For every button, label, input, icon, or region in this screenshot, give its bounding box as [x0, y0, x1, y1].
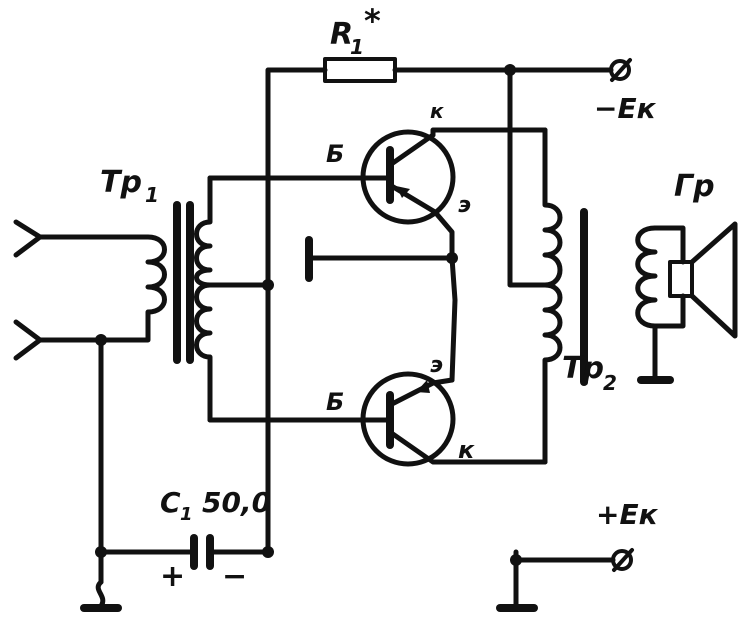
label-t1-emitter: э — [458, 193, 471, 218]
label-tr1: Tp — [100, 165, 142, 200]
label-pos-supply: +Ек — [596, 498, 659, 531]
label-neg-supply: −Ек — [594, 92, 657, 125]
tr1-primary-coil — [98, 234, 167, 343]
pos-supply-terminal — [611, 549, 633, 571]
label-r1: R — [330, 17, 353, 52]
label-t1-base: Б — [326, 140, 344, 168]
capacitor-c1 — [190, 534, 214, 570]
center-tap-bus — [265, 67, 328, 555]
label-c1-sub: 1 — [180, 504, 193, 525]
transformer-tr1 — [98, 175, 271, 423]
label-t2-emitter: э — [430, 353, 443, 378]
label-tr2: Tp — [562, 351, 604, 386]
tr2-primary-coil — [542, 127, 563, 465]
label-r1-star: * — [364, 2, 381, 40]
transistor-t2 — [207, 371, 548, 467]
label-tr1-sub: 1 — [145, 183, 159, 207]
label-r1-sub: 1 — [350, 35, 364, 59]
transformer-tr2 — [507, 67, 686, 465]
label-tr2-sub: 2 — [603, 371, 617, 395]
tr2-secondary-coil — [635, 225, 658, 329]
resistor-r1 — [323, 57, 397, 83]
label-c-plus: + — [160, 559, 185, 594]
label-t1-collector: к — [430, 99, 444, 123]
transistor-t1 — [207, 127, 548, 261]
label-gr: Гр — [674, 169, 715, 204]
loudspeaker — [668, 221, 738, 339]
neg-supply-terminal — [609, 59, 631, 81]
label-t2-base: Б — [326, 388, 344, 416]
label-c1-value: 50,0 — [202, 486, 271, 519]
label-c-minus: − — [222, 559, 247, 594]
input-jack-top — [13, 219, 123, 258]
label-t2-collector: к — [458, 436, 475, 464]
tr1-secondary-coil — [194, 175, 213, 423]
input-jack-bottom — [13, 319, 104, 361]
label-c1: C — [160, 486, 181, 519]
